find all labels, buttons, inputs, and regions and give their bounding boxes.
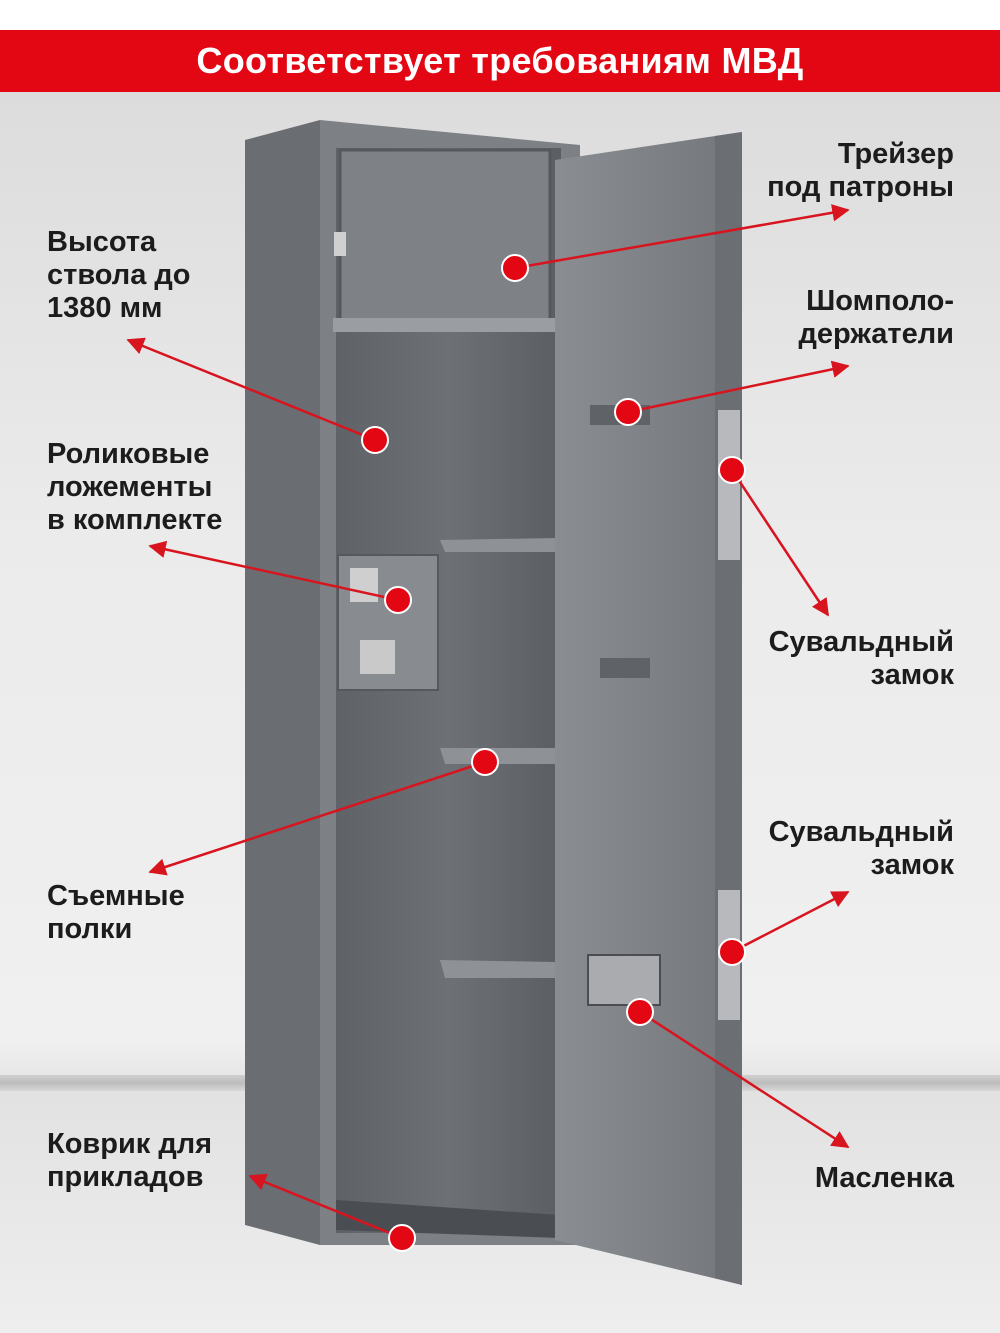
arrow-ramrod-holders xyxy=(627,360,850,414)
marker-removable-shelves xyxy=(471,748,499,776)
marker-lever-lock-2 xyxy=(718,938,746,966)
label-oiler: Масленка xyxy=(814,1162,954,1194)
arrow-lever-lock-1 xyxy=(730,469,830,617)
arrow-oiler xyxy=(639,1010,850,1149)
marker-butt-mat xyxy=(388,1224,416,1252)
arrow-cartridge-tray xyxy=(514,204,850,270)
arrow-roller-cradles xyxy=(148,540,399,602)
callout-arrows xyxy=(126,204,850,1240)
arrow-removable-shelves xyxy=(148,760,486,876)
banner-top-strip xyxy=(0,0,1000,33)
cabinet-door xyxy=(555,132,742,1285)
marker-oiler xyxy=(626,998,654,1026)
arrow-barrel-height xyxy=(126,337,376,442)
marker-lever-lock-1 xyxy=(718,456,746,484)
marker-barrel-height xyxy=(361,426,389,454)
marker-ramrod-holders xyxy=(614,398,642,426)
marker-roller-cradles xyxy=(384,586,412,614)
marker-cartridge-tray xyxy=(501,254,529,282)
label-ramrod-holders: Шомполо-держатели xyxy=(798,285,955,350)
callout-markers xyxy=(361,254,746,1252)
arrow-butt-mat xyxy=(248,1173,403,1240)
cabinet-body xyxy=(245,120,580,1245)
arrow-lever-lock-2 xyxy=(731,890,850,954)
banner-title: Соответствует требованиям МВД xyxy=(0,30,1000,92)
oiler-box xyxy=(587,954,661,1006)
top-compartment xyxy=(338,148,552,322)
